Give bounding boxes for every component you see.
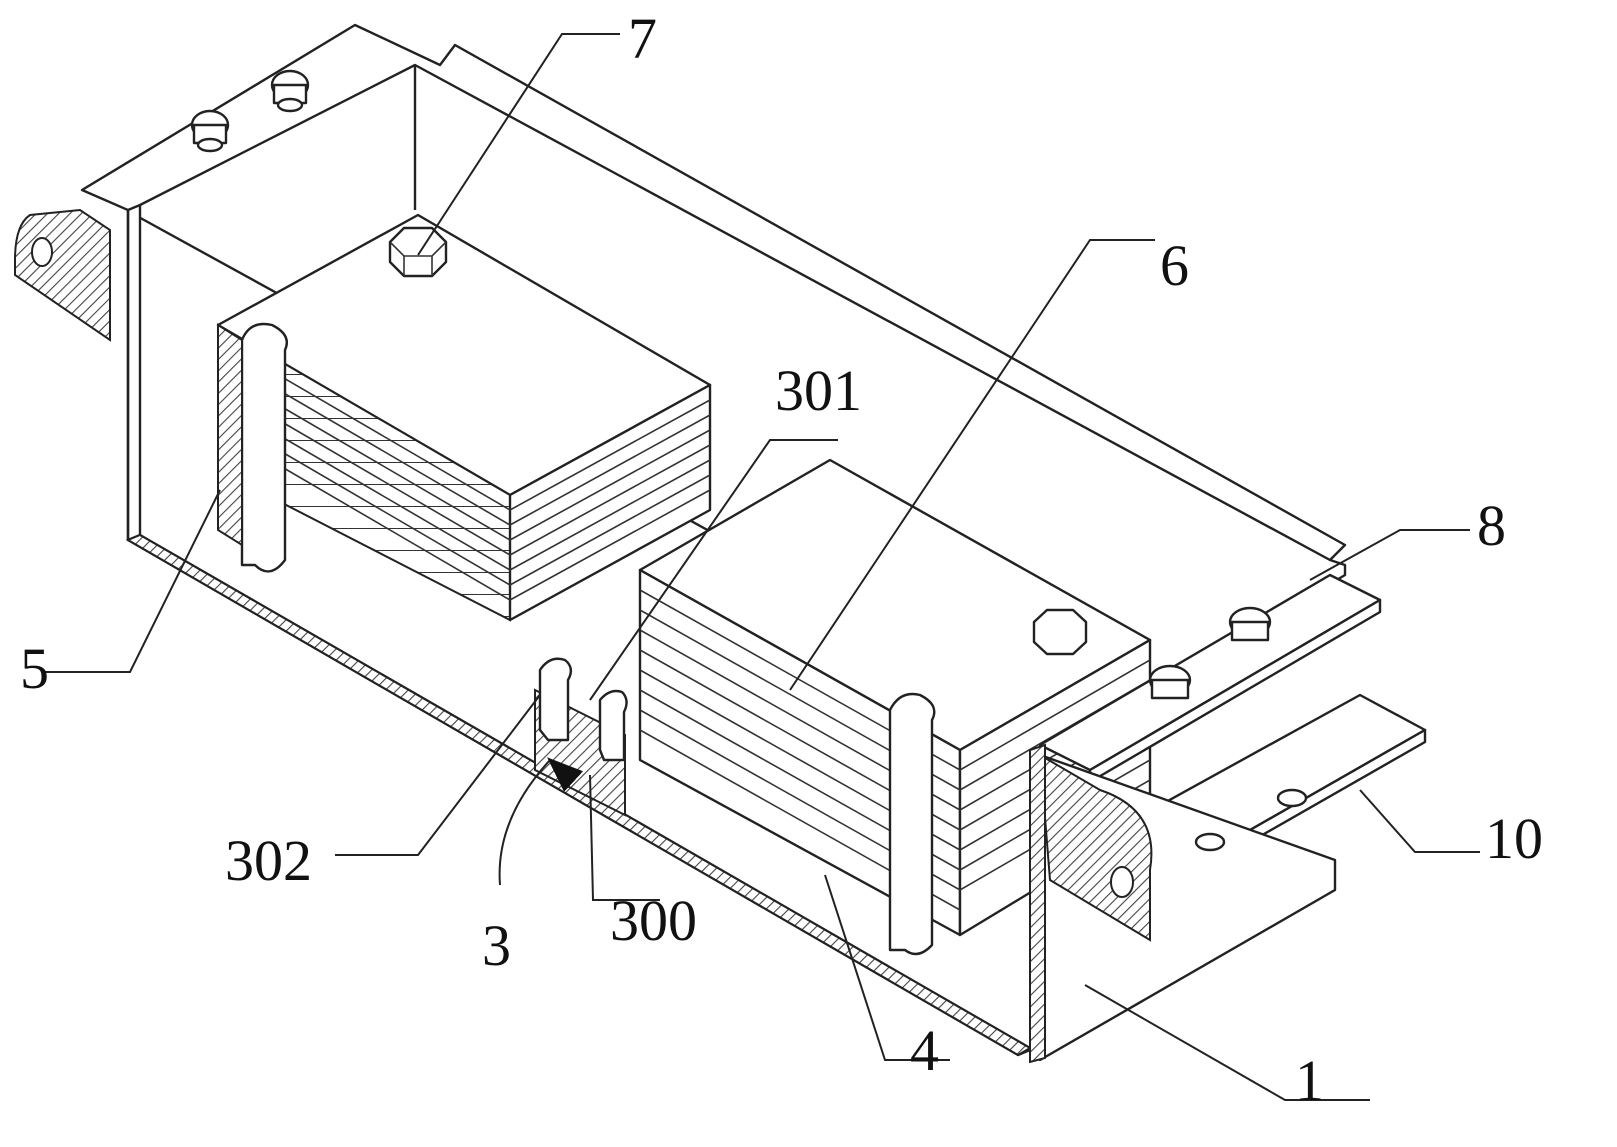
label-1: 1 — [1295, 1048, 1324, 1113]
leader-300 — [589, 774, 660, 901]
leader-1 — [1084, 984, 1370, 1101]
plate-hole — [1194, 832, 1226, 852]
label-4: 4 — [910, 1018, 939, 1083]
label-302: 302 — [225, 828, 312, 893]
plate-hole — [1276, 788, 1308, 808]
left-pin — [217, 322, 289, 573]
flange-bolts — [190, 69, 310, 153]
bolt — [190, 109, 230, 153]
label-7: 7 — [628, 6, 657, 71]
label-10: 10 — [1485, 806, 1543, 871]
center-clamp — [534, 657, 628, 817]
left-laminated-block — [216, 213, 712, 622]
leader-5 — [45, 489, 221, 673]
right-end-assembly — [1029, 573, 1427, 1064]
leader-4 — [824, 874, 950, 1061]
bolt — [1148, 664, 1192, 700]
hex-bolt — [1032, 608, 1088, 656]
bracket-hole — [31, 237, 53, 267]
bracket-hole — [1110, 866, 1134, 898]
label-301: 301 — [775, 358, 862, 423]
hex-bolt-7 — [388, 226, 448, 278]
arrow-3 — [498, 757, 584, 886]
label-300: 300 — [610, 888, 697, 953]
clamp-screw — [598, 689, 628, 762]
leader-302 — [335, 694, 541, 856]
left-mounting-bracket — [14, 208, 111, 342]
label-6: 6 — [1160, 233, 1189, 298]
leader-10 — [1359, 789, 1480, 853]
leader-6 — [789, 239, 1155, 691]
lamination-lines — [269, 369, 711, 601]
label-5: 5 — [20, 636, 49, 701]
label-3: 3 — [482, 913, 511, 978]
label-8: 8 — [1477, 493, 1506, 558]
callout-labels: 7 6 301 8 10 5 302 300 3 4 1 — [20, 6, 1543, 1113]
bolt — [270, 69, 310, 113]
right-pin — [888, 692, 936, 956]
leader-301 — [589, 439, 838, 701]
bolt — [1228, 606, 1272, 642]
leader-8 — [1309, 529, 1470, 581]
leader-lines — [45, 33, 1480, 1101]
clamp-screw — [538, 657, 573, 742]
leader-7 — [417, 33, 620, 256]
